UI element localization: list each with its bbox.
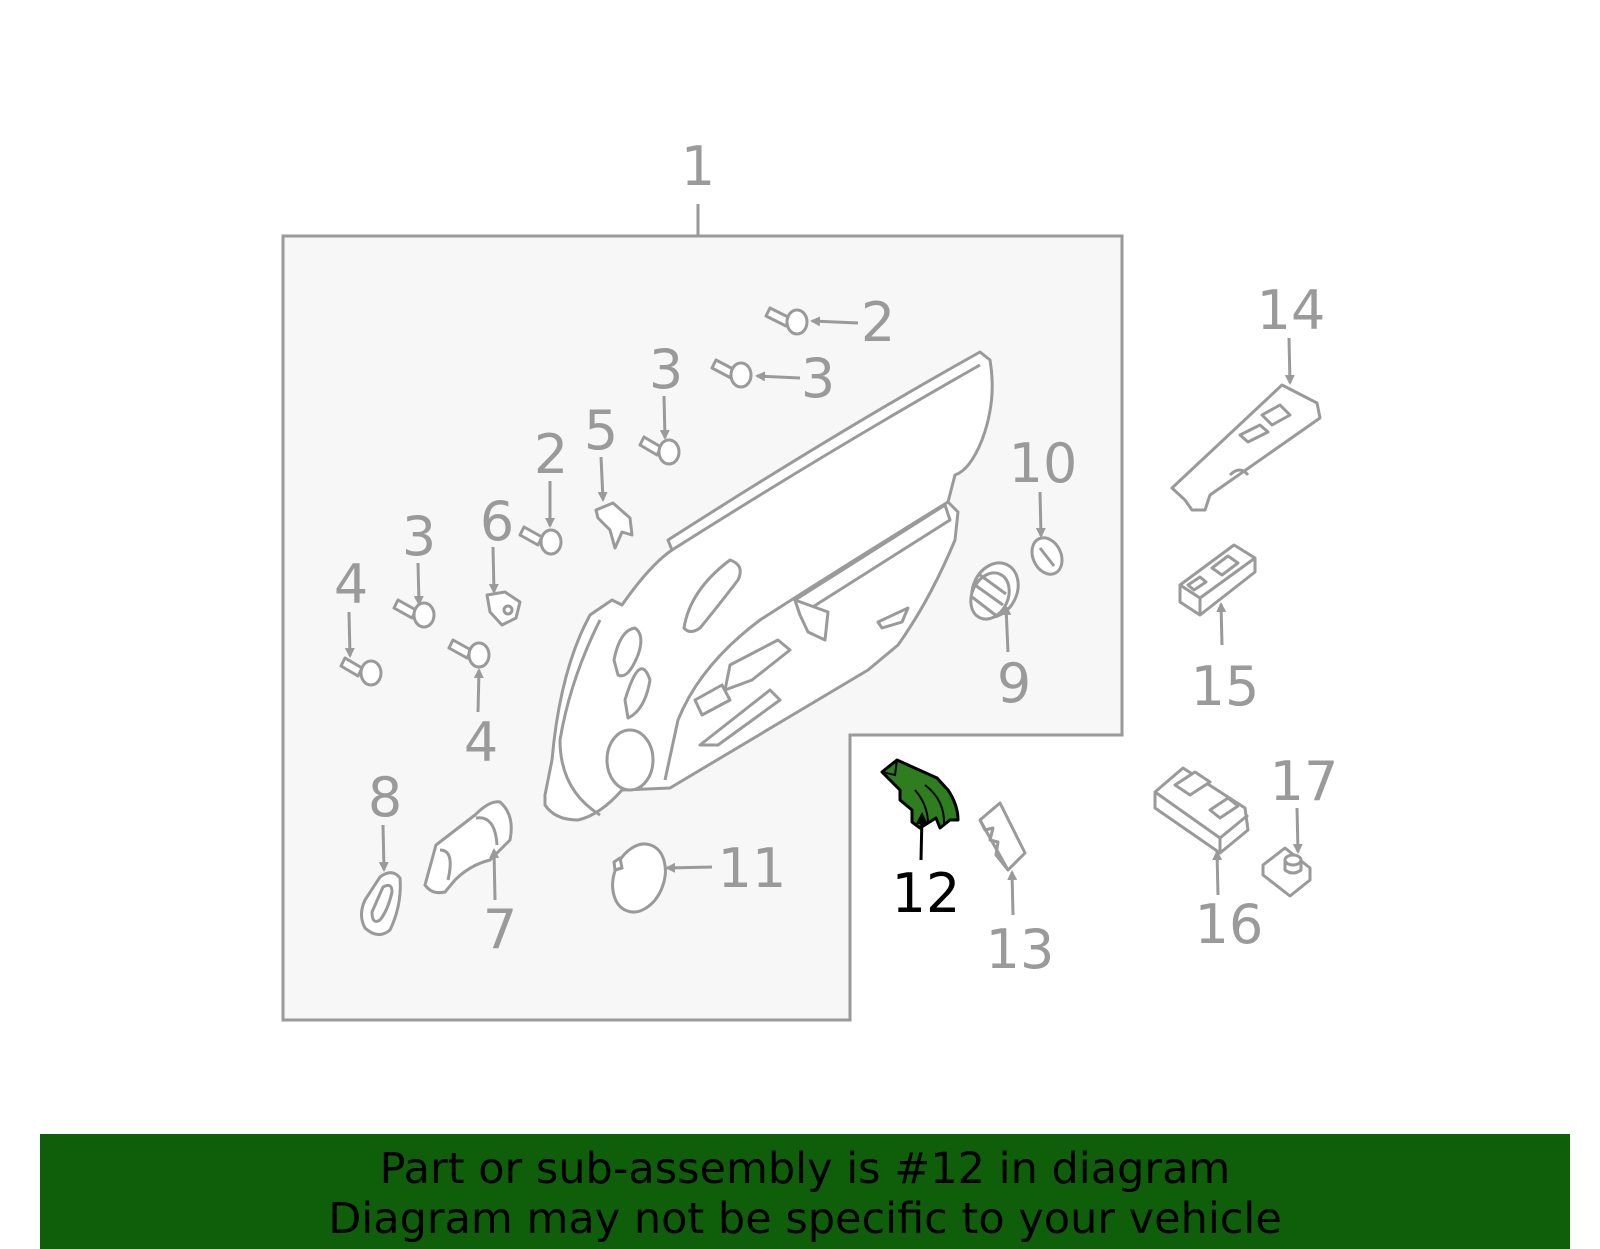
- bracket-5: [594, 501, 634, 550]
- cover-10: [1030, 536, 1064, 576]
- speaker-grille-9: [969, 561, 1020, 621]
- switch-16: [1153, 766, 1250, 855]
- callout-11: 11: [718, 837, 787, 900]
- switch-15: [1178, 543, 1257, 617]
- callout-5: 5: [584, 399, 618, 462]
- switch-17: [1261, 846, 1312, 898]
- clip-3b: [638, 435, 681, 466]
- callout-8: 8: [368, 766, 402, 829]
- clip-2b: [518, 525, 563, 556]
- callout-4b: 4: [464, 711, 498, 774]
- clip-13: [978, 801, 1027, 872]
- clip-3a: [710, 358, 753, 389]
- callout-3a: 3: [801, 347, 835, 410]
- callout-15: 15: [1191, 655, 1260, 718]
- handle-bezel-8: [360, 871, 402, 936]
- info-banner: Part or sub-assembly is #12 in diagram D…: [40, 1134, 1570, 1249]
- callout-9: 9: [997, 652, 1031, 715]
- callout-3b: 3: [649, 338, 683, 401]
- clip-4b: [447, 638, 491, 669]
- handle-7: [423, 800, 513, 895]
- callout-7: 7: [483, 898, 517, 961]
- callout-17: 17: [1270, 750, 1339, 813]
- callout-16: 16: [1195, 893, 1264, 956]
- switch-bezel-14: [1170, 383, 1322, 512]
- leader-12: [915, 812, 928, 861]
- grommet-6: [485, 590, 522, 627]
- door-trim-panel: [543, 350, 994, 822]
- callout-13: 13: [986, 918, 1055, 981]
- callout-1: 1: [681, 135, 715, 198]
- clip-2a: [764, 306, 809, 336]
- callout-10: 10: [1009, 432, 1078, 495]
- highlighted-part-12: [880, 758, 960, 830]
- callout-12: 12: [892, 862, 961, 925]
- clip-4a: [339, 656, 383, 687]
- banner-line-2: Diagram may not be specific to your vehi…: [328, 1194, 1282, 1244]
- callout-4a: 4: [334, 553, 368, 616]
- callout-14: 14: [1257, 279, 1326, 342]
- callout-2a: 2: [861, 291, 895, 354]
- callout-2b: 2: [534, 423, 568, 486]
- banner-line-1: Part or sub-assembly is #12 in diagram: [379, 1144, 1231, 1194]
- cap-11: [611, 842, 667, 914]
- clip-3c: [392, 598, 436, 629]
- callout-3c: 3: [402, 505, 436, 568]
- callout-6: 6: [480, 490, 514, 553]
